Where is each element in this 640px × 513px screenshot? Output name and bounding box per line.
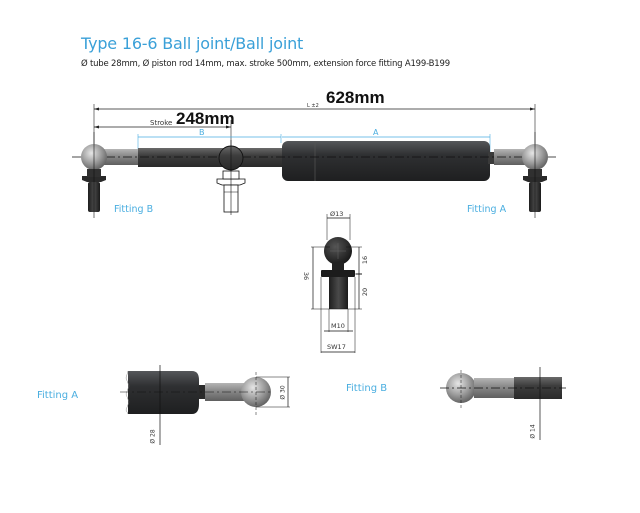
spec-subtitle: Ø tube 28mm, Ø piston rod 14mm, max. str… (81, 59, 450, 69)
dimension-b (137, 134, 282, 150)
ball-stud-detail (311, 214, 362, 353)
total-height-label: 36 (302, 271, 311, 281)
fitting-a-label: Fitting A (467, 204, 507, 215)
ball-diameter-label: Ø13 (330, 210, 344, 218)
rod-diameter-label: Ø 14 (529, 424, 537, 439)
fitting-b-detail (440, 367, 566, 440)
tube-diameter-label: Ø 28 (149, 429, 157, 444)
middle-ball-joint-outline (216, 140, 246, 215)
dim-a-label: A (373, 128, 379, 137)
fitting-b-ball-joint (81, 132, 107, 218)
ball-dim-label: Ø 30 (279, 385, 287, 400)
page-title: Type 16-6 Ball joint/Ball joint (81, 34, 304, 53)
stroke-prefix: Stroke (150, 119, 173, 127)
dim-b-label: B (199, 128, 205, 137)
fitting-a-detail-label: Fitting A (37, 390, 79, 401)
fitting-a-detail (120, 365, 290, 445)
length-symbol: L ±2 (307, 103, 319, 109)
fitting-a-ball-joint (522, 132, 548, 218)
stroke-value: 248mm (176, 109, 235, 128)
fitting-b-detail-label: Fitting B (346, 383, 388, 394)
overall-length-label: 628mm (326, 88, 385, 107)
fitting-b-label: Fitting B (114, 204, 154, 215)
thread-label: M10 (331, 322, 345, 330)
thread-length-label: 20 (361, 287, 370, 297)
wrench-size-label: SW17 (327, 343, 346, 351)
gas-spring-main (72, 141, 556, 181)
upper-height-label: 16 (361, 255, 370, 265)
